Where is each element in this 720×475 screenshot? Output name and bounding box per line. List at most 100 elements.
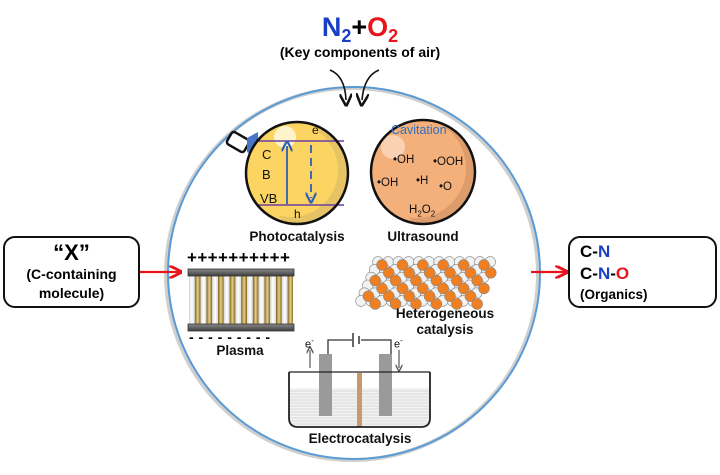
oxygen-symbol: O (367, 12, 389, 42)
radical-ooh: •OOH (433, 156, 464, 168)
catalyst-active-site (430, 298, 443, 310)
catalyst-active-site (396, 282, 409, 295)
plasma-filament (218, 274, 224, 326)
cb-label-b: B (262, 167, 271, 182)
hole-label: h (294, 207, 301, 221)
electron-charge: - (311, 336, 314, 345)
plasma-filament (194, 274, 201, 326)
h2o2-h: H (409, 204, 418, 216)
plasma-discharge (189, 274, 293, 326)
plasma-top-electrode (187, 268, 295, 277)
catalyst-active-site (471, 274, 483, 287)
catalyst-active-site (369, 298, 381, 310)
curved-arrow-right (362, 69, 380, 100)
magnifier-handle (225, 130, 251, 154)
catalyst-active-site (444, 267, 456, 279)
vb-label: VB (260, 191, 278, 206)
nitrogen-symbol: N (597, 242, 611, 261)
plasma-filament (241, 274, 247, 326)
output-box: C-N C-N-O (Organics) (568, 236, 717, 308)
nitrogen-subscript: 2 (341, 26, 352, 46)
plasma-gap (200, 274, 207, 326)
catalyst-active-site (383, 267, 395, 279)
plasma-gap (235, 274, 242, 326)
title-formula: N2+O2 (0, 12, 720, 45)
plasma-filament (276, 274, 282, 326)
electrocatalysis-label: Electrocatalysis (308, 431, 412, 446)
plasma-gap (258, 274, 265, 326)
catalyst-active-site (389, 274, 402, 287)
plasma-gap (247, 274, 253, 326)
catalyst-active-site (376, 259, 388, 271)
catalyst-active-site (457, 259, 470, 271)
catalyst-active-site (437, 259, 449, 271)
carbon-symbol: C- (580, 264, 598, 283)
photocatalysis-label: Photocatalysis (249, 229, 345, 244)
plasma-illustration (187, 268, 295, 332)
cb-label-c: C (262, 147, 272, 162)
catalyst-active-site (423, 267, 436, 279)
plasma-positive-charges: ++++++++++ (187, 248, 291, 267)
electron-symbol: e (305, 338, 312, 351)
plasma-filament (287, 274, 293, 326)
photocatalysis-highlight (274, 126, 296, 148)
radical-o: •O (439, 181, 452, 193)
carbon-symbol: C- (580, 242, 598, 261)
catalyst-active-site (478, 282, 490, 295)
ultrasound-highlight (381, 135, 405, 159)
catalyst-active-site (451, 274, 463, 287)
input-box: “X” (C-containing molecule) (3, 236, 140, 308)
heterogeneous-catalysis-label: Heterogeneous catalysis (380, 306, 510, 338)
catalyst-active-site (423, 290, 436, 302)
catalyst-active-site (464, 267, 477, 279)
bond-dash: - (610, 264, 616, 283)
catalyst-lattice (355, 256, 497, 310)
h2o2-o: O (421, 204, 431, 216)
electron-symbol: e (394, 338, 401, 351)
output-product-cno: C-N-O (580, 263, 715, 285)
catalyst-active-site (376, 282, 388, 295)
ultrasound-outline (369, 118, 477, 226)
nitrogen-symbol: N (321, 12, 342, 42)
photocatalysis-outline (244, 120, 350, 226)
plasma-filament (252, 274, 259, 326)
catalyst-active-site (485, 267, 497, 279)
plasma-gap (212, 274, 218, 326)
electron-in-label: e- (394, 336, 403, 351)
catalyst-active-site (369, 274, 381, 287)
plasma-filament (206, 274, 213, 326)
plus-sign: + (351, 12, 368, 42)
cathode (379, 354, 392, 416)
heterogeneous-label-line2: catalysis (416, 322, 474, 337)
catalyst-active-site (403, 267, 415, 279)
h2o2-sub1: 2 (417, 209, 422, 219)
catalyst-active-site (444, 290, 456, 302)
catalyst-active-site (389, 298, 402, 310)
plasma-gap (281, 274, 288, 326)
catalyst-active-site (410, 298, 422, 310)
catalyst-active-site (457, 282, 470, 295)
plasma-negative-charges: - - - - - - - - - (189, 329, 271, 345)
nitrogen-symbol: N (597, 264, 611, 283)
ultrasound-label: Ultrasound (387, 229, 459, 244)
radical-oh-2: •OH (377, 177, 399, 189)
heterogeneous-label-line1: Heterogeneous (395, 306, 495, 321)
input-description-line1: (C-containing (26, 266, 117, 282)
output-description: (Organics) (580, 287, 648, 302)
catalyst-active-site (451, 298, 463, 310)
catalyst-active-site (471, 298, 483, 310)
catalyst-active-site (362, 290, 375, 302)
oxygen-symbol: O (615, 264, 630, 283)
input-description-line2: molecule) (38, 285, 105, 301)
curved-arrow-left (329, 69, 346, 100)
catalyst-active-site (410, 274, 422, 287)
electron-charge: - (400, 336, 403, 345)
catalyst-active-site (417, 282, 429, 295)
cavitation-label: Cavitation (391, 123, 447, 137)
catalyst-active-site (417, 259, 429, 271)
anode (319, 354, 332, 416)
radical-oh-1: •OH (393, 154, 415, 166)
ultrasound-illustration (369, 118, 477, 226)
